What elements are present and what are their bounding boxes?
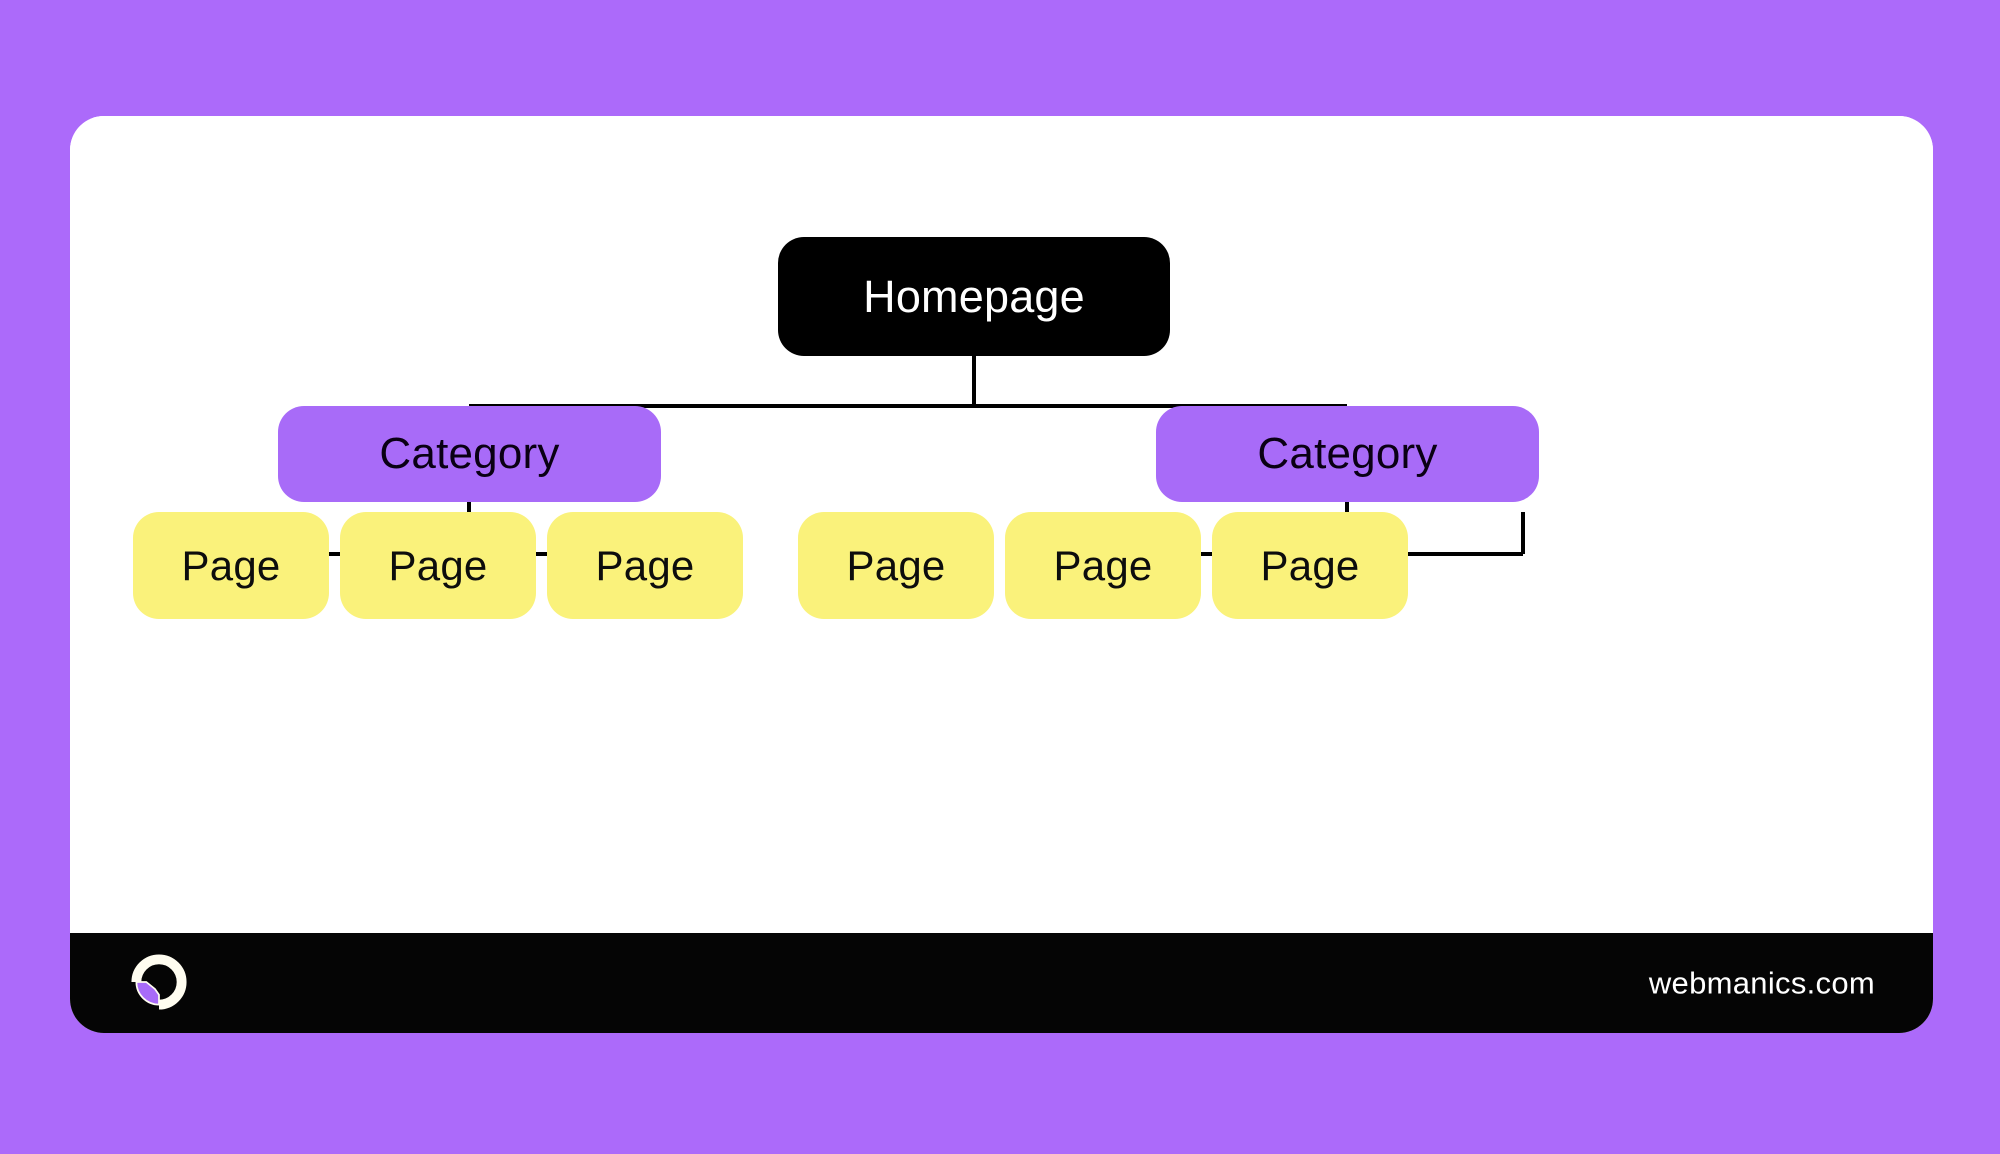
- node-category-left-label: Category: [379, 429, 560, 478]
- node-page-4-label: Page: [846, 541, 946, 589]
- node-category-left[interactable]: Category: [278, 406, 661, 502]
- node-page-3-label: Page: [595, 541, 695, 589]
- card-footer: webmanics.com: [70, 933, 1933, 1033]
- webmanics-logo-icon: [130, 953, 188, 1011]
- sitemap-card: Homepage Category Category Page Page Pag…: [70, 116, 1933, 1033]
- node-page-5[interactable]: Page: [1005, 512, 1201, 619]
- node-page-3[interactable]: Page: [547, 512, 743, 619]
- diagram-canvas: Homepage Category Category Page Page Pag…: [70, 116, 1933, 933]
- node-page-5-label: Page: [1053, 541, 1153, 589]
- node-page-2[interactable]: Page: [340, 512, 536, 619]
- node-page-2-label: Page: [388, 541, 488, 589]
- node-page-4[interactable]: Page: [798, 512, 994, 619]
- node-page-6-label: Page: [1260, 541, 1360, 589]
- node-page-1[interactable]: Page: [133, 512, 329, 619]
- node-homepage[interactable]: Homepage: [778, 237, 1170, 356]
- footer-site-label: webmanics.com: [1648, 965, 1875, 1001]
- node-homepage-label: Homepage: [863, 271, 1085, 322]
- node-category-right-label: Category: [1257, 429, 1438, 478]
- node-page-1-label: Page: [181, 541, 281, 589]
- node-page-6[interactable]: Page: [1212, 512, 1408, 619]
- node-category-right[interactable]: Category: [1156, 406, 1539, 502]
